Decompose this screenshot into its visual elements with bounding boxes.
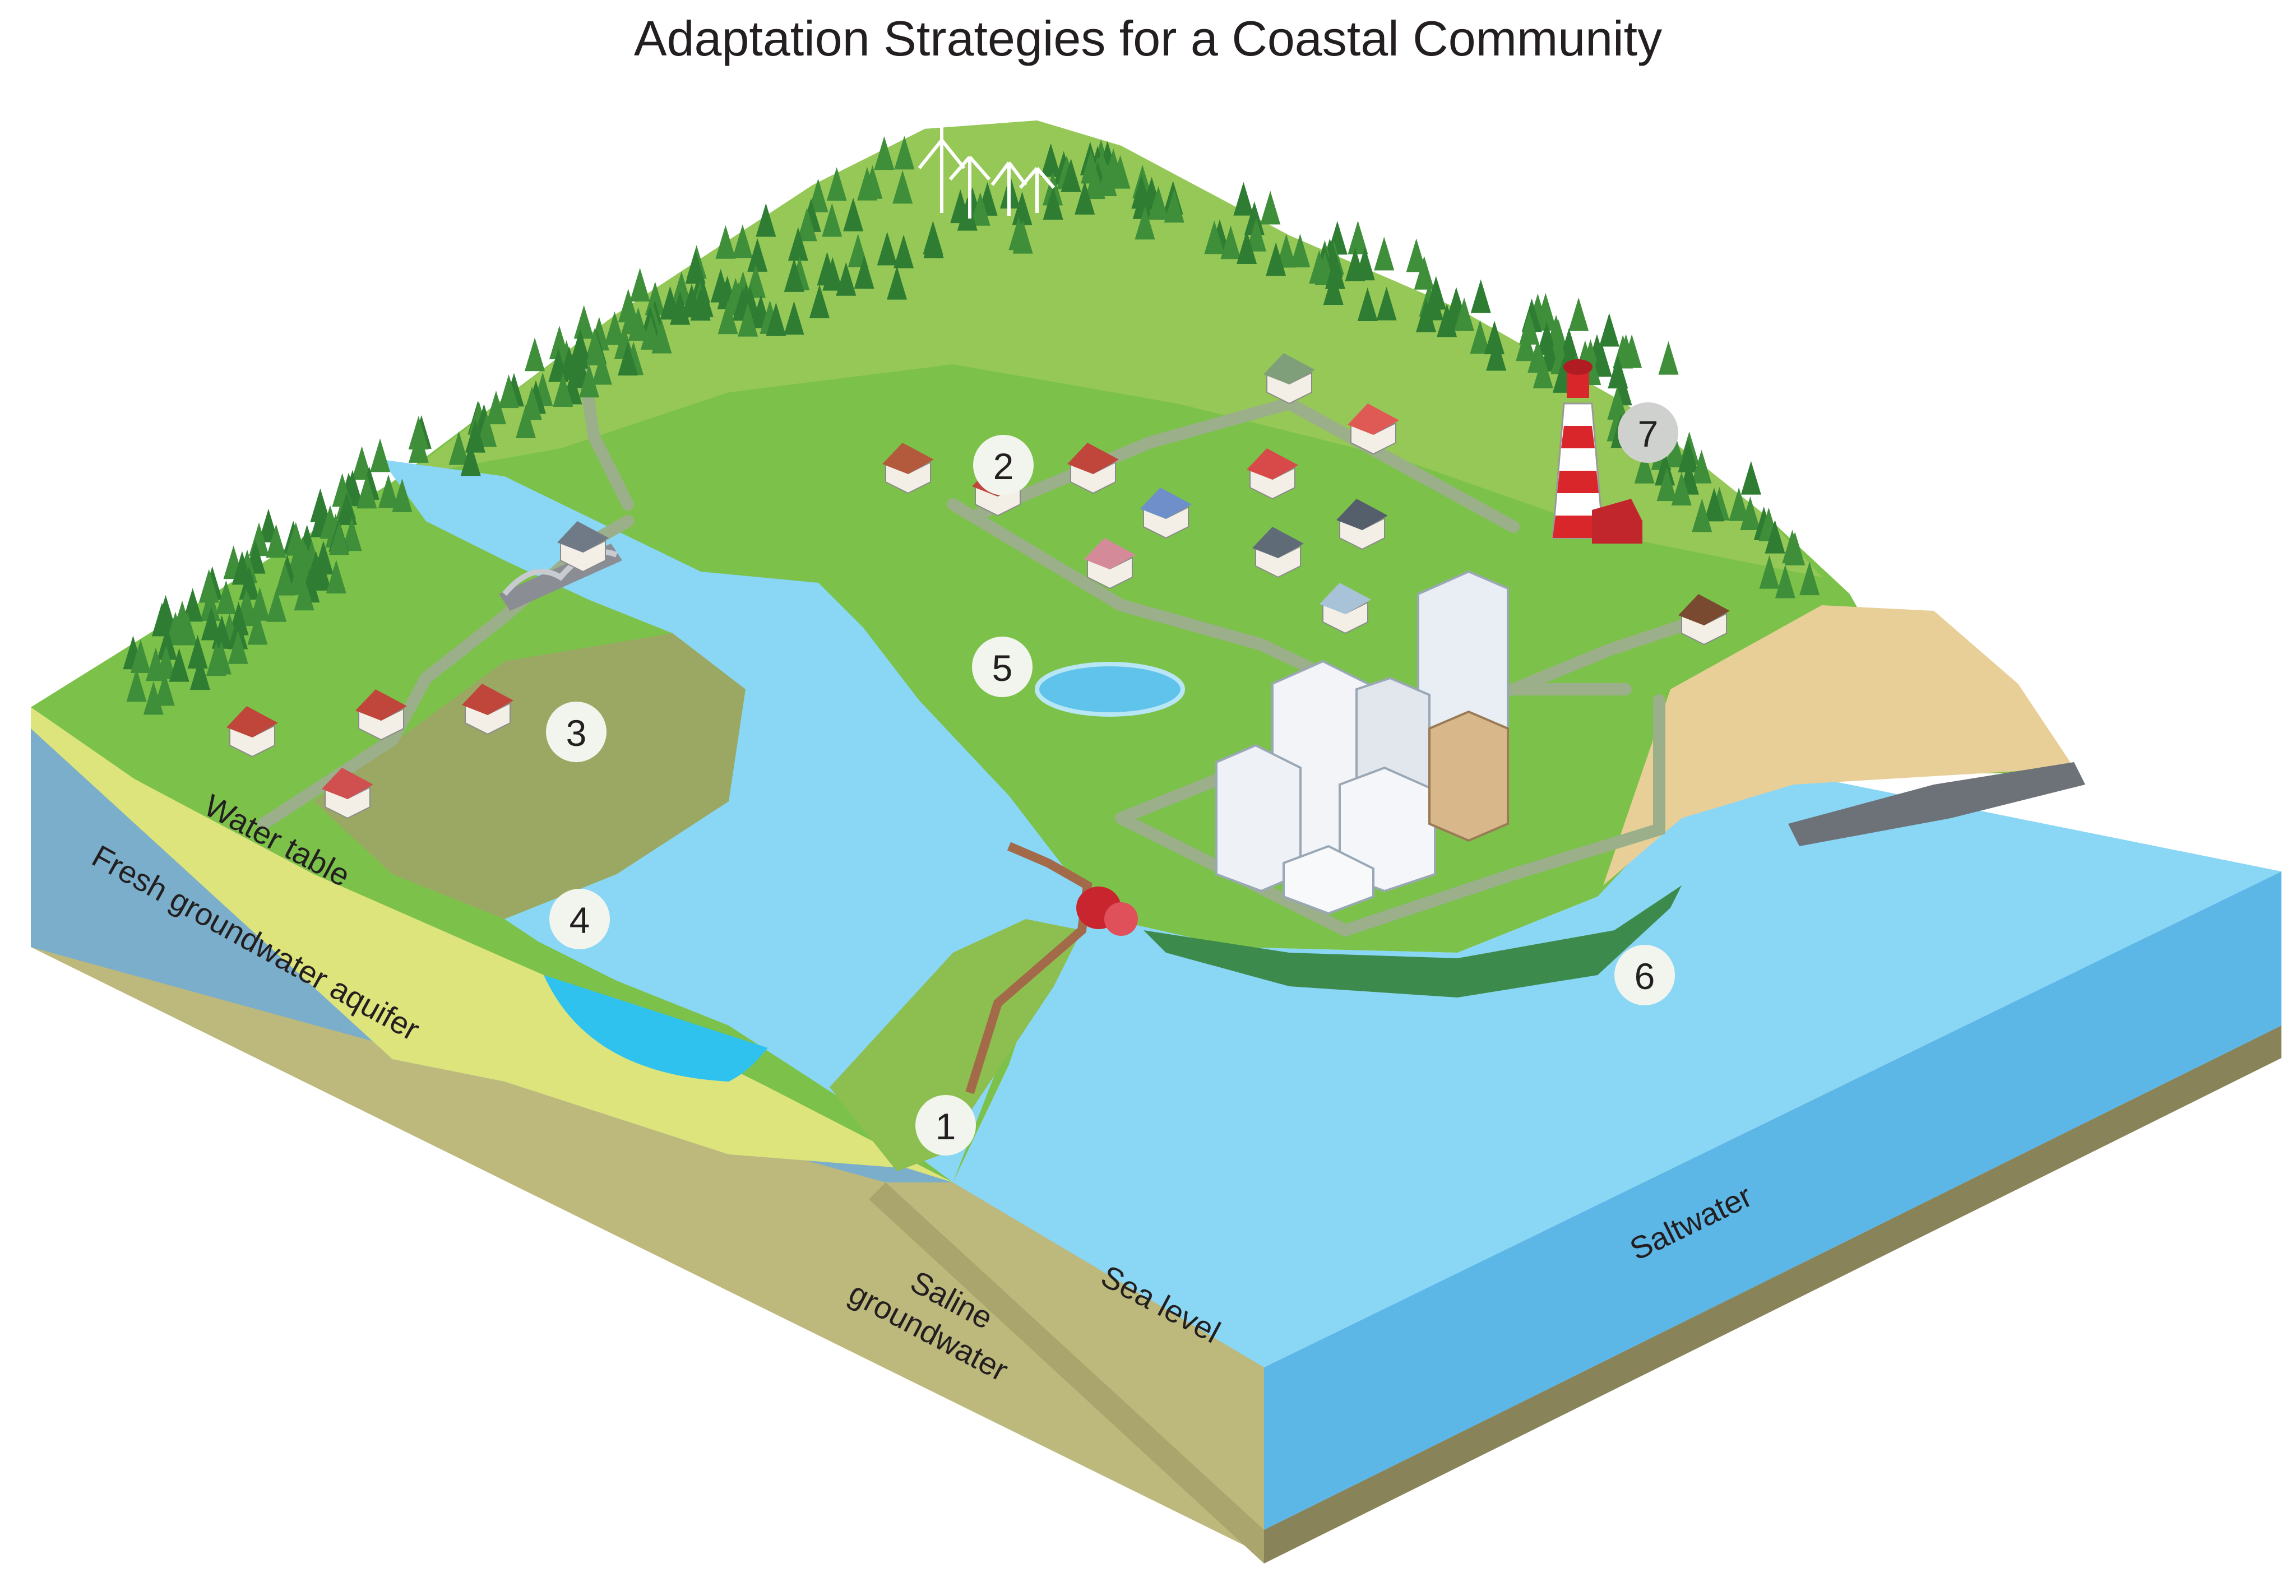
front-sea-face <box>953 871 2281 1530</box>
tide-gate <box>1076 887 1138 936</box>
sea-surface <box>953 773 2281 1367</box>
marker-1: 1 <box>915 1095 976 1156</box>
marker-7-text: 7 <box>1638 413 1659 454</box>
pond <box>1035 662 1185 717</box>
marker-4-text: 4 <box>570 899 590 941</box>
marker-5-text: 5 <box>992 647 1013 689</box>
city-buildings <box>1215 570 1509 915</box>
beach <box>1603 605 2074 885</box>
marker-2-text: 2 <box>993 446 1014 487</box>
marker-6: 6 <box>1614 945 1675 1005</box>
forest <box>123 136 1820 715</box>
marker-6-text: 6 <box>1635 955 1655 997</box>
marker-5: 5 <box>972 637 1033 697</box>
marker-3: 3 <box>546 702 607 762</box>
freshwater-lens <box>544 975 768 1082</box>
marker-4: 4 <box>549 889 610 949</box>
rock-revetment <box>1788 762 2085 846</box>
bottom-strip <box>1264 1026 2281 1563</box>
houses <box>226 353 1730 819</box>
lighthouse <box>1552 359 1642 544</box>
marker-7: 7 <box>1618 402 1678 463</box>
living-shoreline <box>1144 885 1682 998</box>
marker-1-text: 1 <box>936 1106 956 1147</box>
marker-2: 2 <box>973 435 1034 495</box>
diagram-title: Adaptation Strategies for a Coastal Comm… <box>633 11 1663 66</box>
marker-3-text: 3 <box>566 712 587 754</box>
bottom-left-strip <box>869 1182 1264 1563</box>
fresh-groundwater-aquifer <box>31 729 953 1182</box>
wind-turbines <box>918 112 1056 219</box>
wetland <box>314 633 746 919</box>
